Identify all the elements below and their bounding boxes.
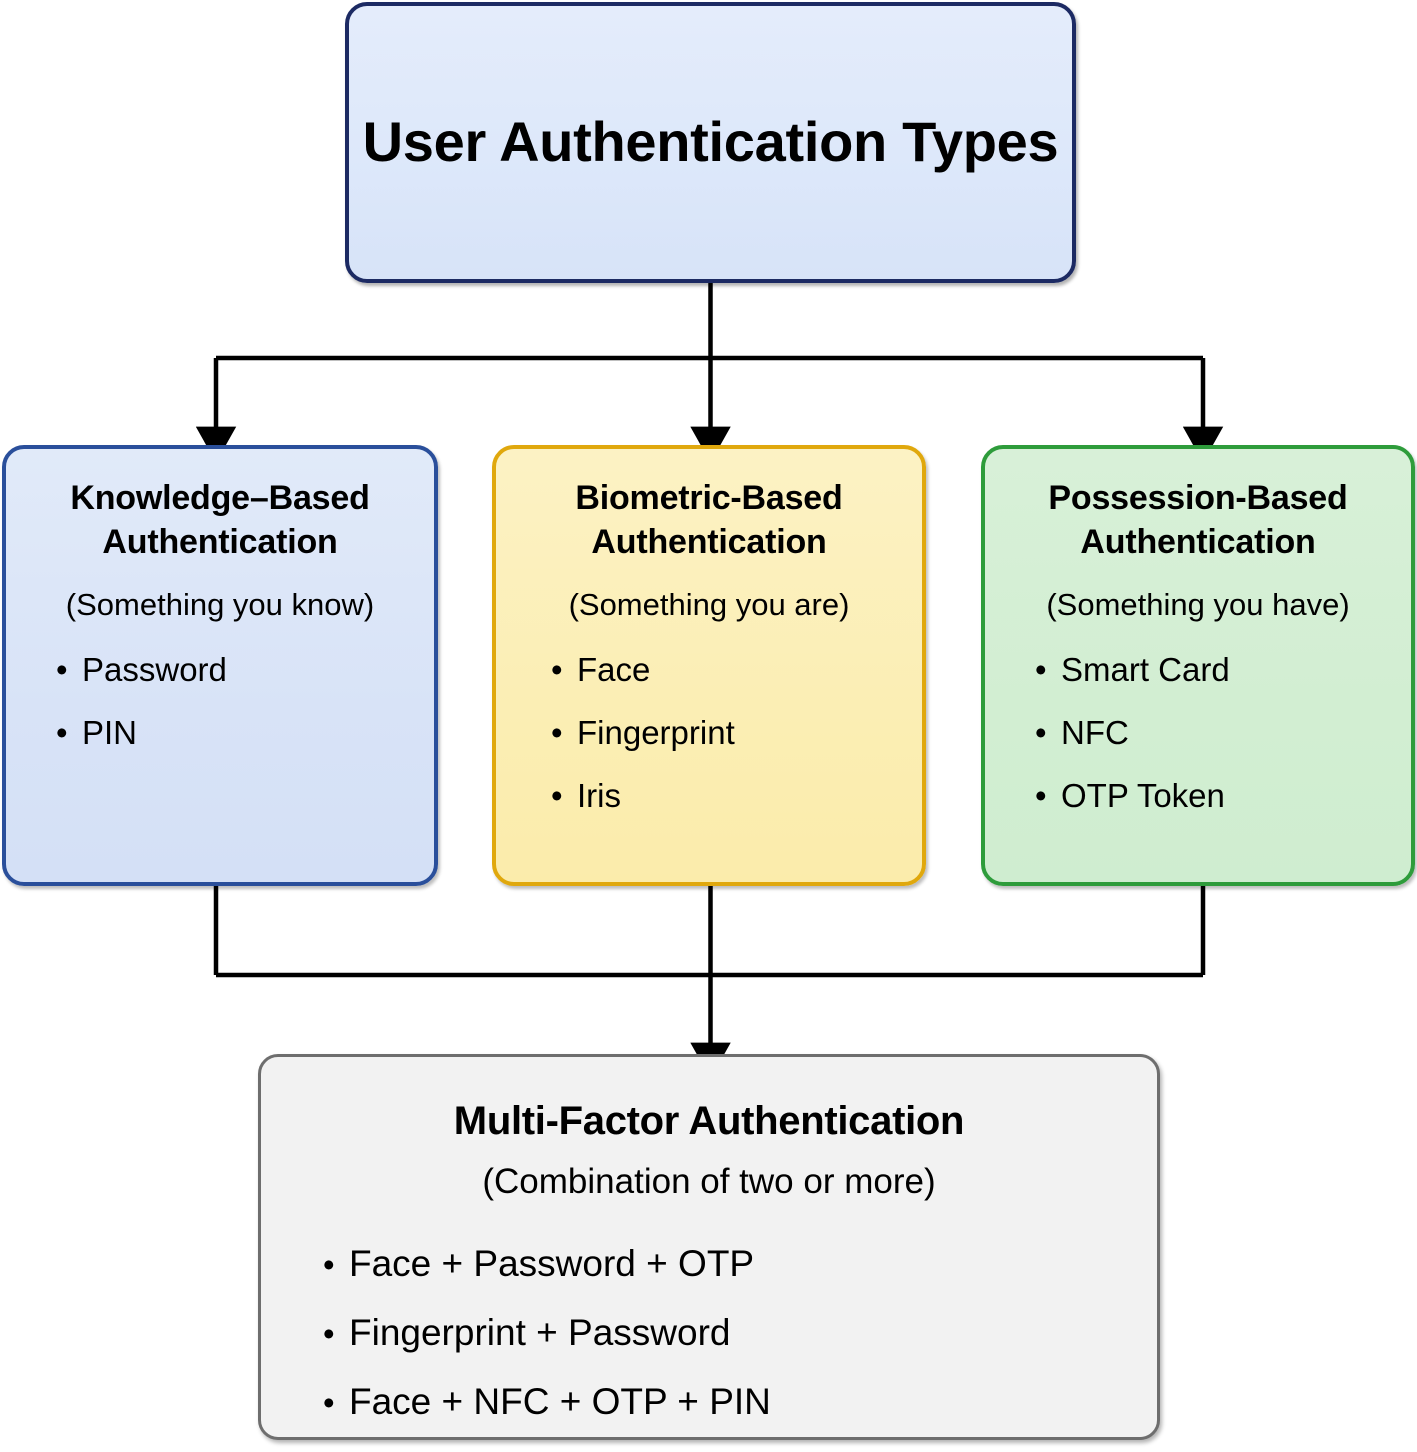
list-item-label: NFC: [1061, 714, 1129, 752]
knowledge-node-title: Knowledge–Based Authentication: [70, 479, 370, 561]
list-item: • NFC: [1035, 716, 1230, 749]
bullet-icon: •: [56, 651, 68, 689]
list-item: • Fingerprint: [551, 716, 735, 749]
mfa-node-title: Multi-Factor Authentication: [453, 1099, 965, 1143]
node-knowledge-based-authentication[interactable]: Knowledge–Based Authentication (Somethin…: [2, 445, 438, 886]
possession-node-subtitle: (Something you have): [1046, 587, 1350, 623]
list-item: • Face + NFC + OTP + PIN: [323, 1383, 771, 1420]
list-item-label: Iris: [577, 777, 621, 815]
list-item-label: Fingerprint + Password: [349, 1312, 731, 1353]
list-item: • Password: [56, 653, 227, 686]
list-item-label: Face: [577, 651, 651, 689]
mfa-item-list: • Face + Password + OTP • Fingerprint + …: [323, 1245, 771, 1452]
list-item-label: PIN: [82, 714, 138, 752]
bullet-icon: •: [56, 714, 68, 752]
list-item-label: Face + Password + OTP: [349, 1243, 755, 1284]
list-item: • OTP Token: [1035, 779, 1230, 812]
bullet-icon: •: [551, 651, 563, 689]
node-multi-factor-authentication[interactable]: Multi-Factor Authentication (Combination…: [258, 1054, 1160, 1440]
list-item: • Iris: [551, 779, 735, 812]
knowledge-node-subtitle: (Something you know): [65, 587, 375, 623]
mfa-node-subtitle: (Combination of two or more): [482, 1162, 936, 1201]
bullet-icon: •: [1035, 651, 1047, 689]
bullet-icon: •: [551, 777, 563, 815]
list-item-label: Fingerprint: [577, 714, 735, 752]
list-item-label: Password: [82, 651, 227, 689]
list-item: • Face: [551, 653, 735, 686]
node-possession-based-authentication[interactable]: Possession-Based Authentication (Somethi…: [981, 445, 1415, 886]
list-item: • PIN: [56, 716, 227, 749]
bullet-icon: •: [323, 1384, 335, 1421]
knowledge-item-list: • Password • PIN: [56, 653, 227, 779]
list-item-label: OTP Token: [1061, 777, 1225, 815]
list-item-label: Face + NFC + OTP + PIN: [349, 1381, 771, 1422]
list-item: • Smart Card: [1035, 653, 1230, 686]
node-user-authentication-types[interactable]: User Authentication Types: [345, 2, 1076, 283]
bullet-icon: •: [551, 714, 563, 752]
root-node-title: User Authentication Types: [362, 110, 1059, 174]
biometric-item-list: • Face • Fingerprint • Iris: [551, 653, 735, 842]
list-item: • Fingerprint + Password: [323, 1314, 771, 1351]
biometric-node-subtitle: (Something you are): [568, 587, 850, 623]
biometric-node-title: Biometric-Based Authentication: [575, 479, 843, 561]
list-item: • Face + Password + OTP: [323, 1245, 771, 1282]
possession-node-title: Possession-Based Authentication: [1048, 479, 1348, 561]
node-biometric-based-authentication[interactable]: Biometric-Based Authentication (Somethin…: [492, 445, 926, 886]
possession-item-list: • Smart Card • NFC • OTP Token: [1035, 653, 1230, 842]
list-item-label: Smart Card: [1061, 651, 1230, 689]
bullet-icon: •: [1035, 714, 1047, 752]
bullet-icon: •: [323, 1246, 335, 1283]
bullet-icon: •: [1035, 777, 1047, 815]
bullet-icon: •: [323, 1315, 335, 1352]
